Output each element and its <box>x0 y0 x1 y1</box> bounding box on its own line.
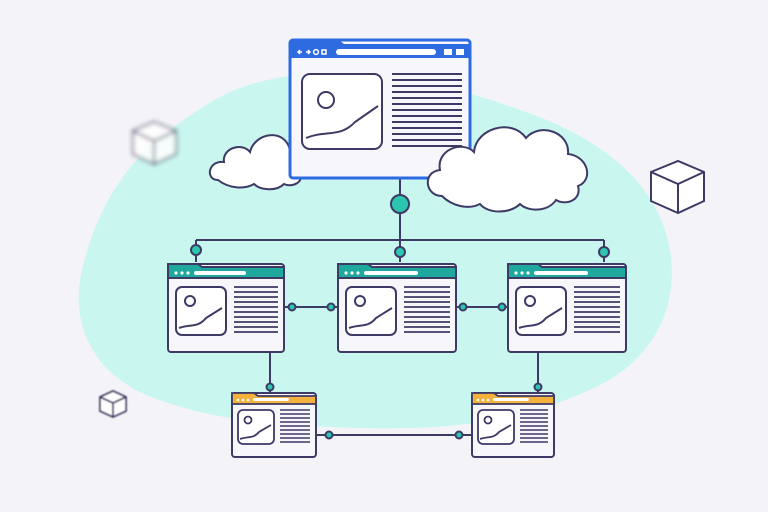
address-bar <box>336 49 436 55</box>
cube-icon <box>99 390 127 418</box>
text-lines <box>392 73 462 147</box>
browser-window-orange-1 <box>231 392 317 458</box>
browser-window-teal-3 <box>507 263 627 353</box>
image-icon <box>515 286 567 336</box>
browser-nav-icons <box>296 48 327 56</box>
image-icon <box>237 409 275 445</box>
connector-dots <box>190 194 610 440</box>
browser-window-teal-1 <box>167 263 285 353</box>
image-icon <box>175 286 227 336</box>
cube-icon <box>132 120 177 166</box>
cube-icon <box>650 159 705 215</box>
browser-window-root <box>288 38 472 180</box>
cloud-icon <box>426 126 589 213</box>
browser-window-orange-2 <box>471 392 555 458</box>
image-icon <box>345 286 397 336</box>
browser-window-teal-2 <box>337 263 457 353</box>
hub-node <box>390 194 410 214</box>
image-icon <box>301 73 383 150</box>
image-icon <box>477 409 515 445</box>
